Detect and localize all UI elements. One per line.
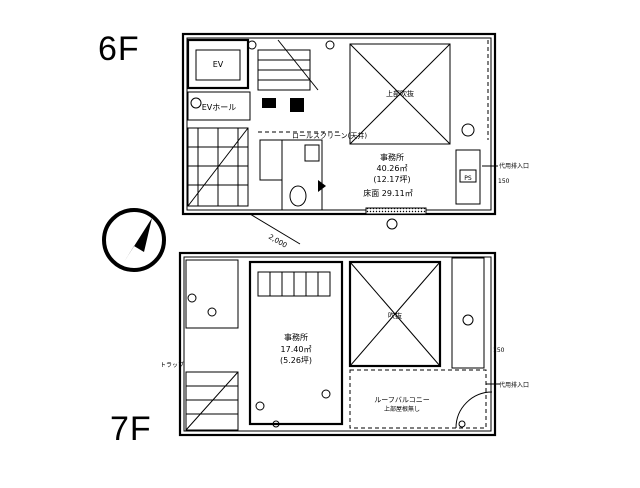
elevator-shaft: EV [186, 38, 250, 90]
void-label-7f: 吹抜 [388, 311, 402, 320]
area-tsubo-6f: (12.17坪) [373, 175, 410, 184]
roll-screen-label: ロールスクリーン(天井) [292, 131, 367, 140]
exhaust-label-7f: 代用排入口 [499, 381, 529, 389]
void-label-6f: 上部吹抜 [386, 89, 414, 98]
dim-150-7f: 150 [493, 347, 505, 354]
office-label-6f: 事務所 [380, 152, 404, 162]
exhaust-label-6f: 代用排入口 [499, 162, 529, 170]
floor-7f-plan: トラップ 事務所 17.40㎡ (5.26坪) 吹抜 ルーフバルコニー 上部屋根… [160, 251, 529, 437]
ev-hall: EVホール [187, 91, 251, 121]
void-7f: 吹抜 [348, 260, 442, 368]
pipe-space: PS [455, 149, 481, 205]
dim-150-6f: 150 [498, 178, 510, 185]
floor-label-6f: 6F [98, 30, 140, 68]
area-m2-6f: 40.26㎡ [377, 164, 408, 173]
north-arrow-icon [102, 208, 166, 272]
roof-balcony-label: ルーフバルコニー [374, 396, 429, 404]
floor-label-7f: 7F [110, 410, 152, 448]
void-upper: 上部吹抜 [349, 43, 451, 145]
trap-label: トラップ [160, 362, 184, 369]
floor-area-6f: 床面 29.11㎡ [363, 188, 412, 198]
floor-6f-plan: EV EVホール ロールスクリーン(天井) [181, 32, 529, 250]
roof-note-label: 上部屋根無し [384, 405, 420, 413]
ev-hall-label: EVホール [202, 103, 237, 112]
ev-label: EV [213, 60, 224, 69]
area-tsubo-7f: (5.26坪) [280, 356, 312, 365]
toilet-area [259, 139, 326, 211]
stair-7f [185, 371, 239, 431]
stair-6f [187, 127, 249, 207]
ps-label: PS [464, 175, 472, 182]
office-label-7f: 事務所 [284, 332, 308, 342]
area-m2-7f: 17.40㎡ [281, 345, 312, 354]
